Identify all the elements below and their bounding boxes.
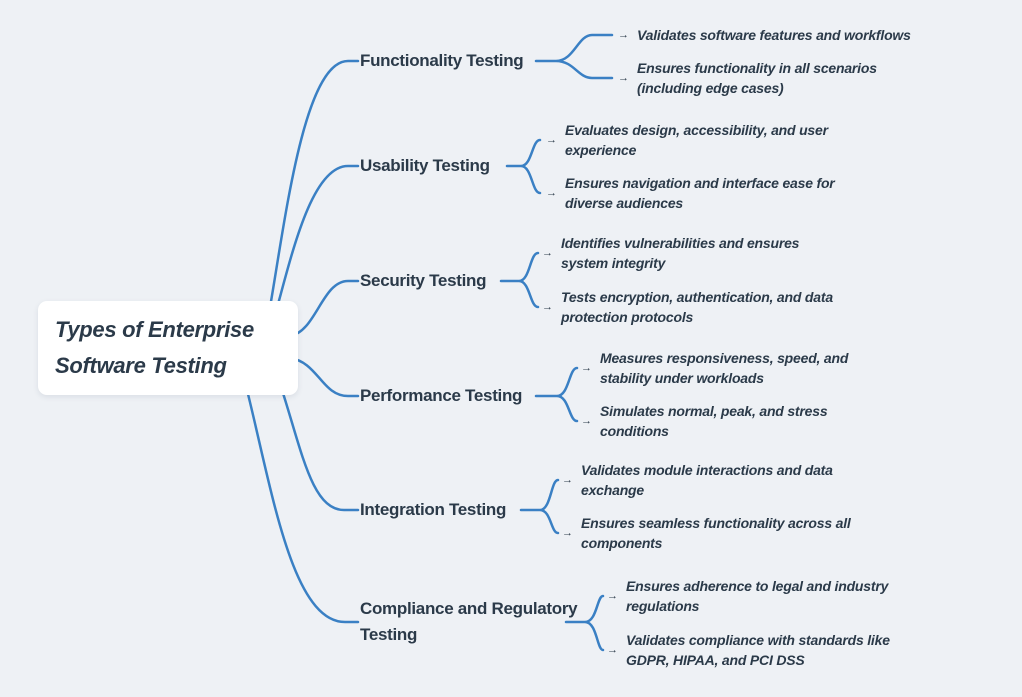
leaf-node: → Simulates normal, peak, and stress con…: [581, 401, 828, 441]
fork-performance-testing: [534, 366, 579, 423]
leaf-text: Identifies vulnerabilities and ensures s…: [561, 235, 800, 271]
leaf-node: → Validates compliance with standards li…: [607, 630, 890, 670]
leaf-arrow-icon: →: [618, 72, 629, 84]
leaf-node: → Validates module interactions and data…: [562, 460, 833, 500]
leaf-text: Ensures adherence to legal and industry …: [626, 578, 889, 614]
leaf-text: Validates module interactions and data e…: [581, 462, 833, 498]
branch-label-compliance-and-regulatory-testing: Compliance and Regulatory Testing: [360, 599, 578, 644]
spine-integration-testing: [280, 388, 360, 512]
leaf-arrow-icon: →: [542, 301, 553, 313]
leaf-node: → Tests encryption, authentication, and …: [542, 287, 833, 327]
leaf-node: → Ensures adherence to legal and industr…: [607, 576, 888, 616]
fork-usability-testing: [505, 138, 542, 195]
leaf-node: → Evaluates design, accessibility, and u…: [546, 120, 828, 160]
leaf-arrow-icon: →: [562, 474, 573, 486]
leaf-arrow-icon: →: [581, 415, 592, 427]
fork-integration-testing: [519, 478, 560, 535]
leaf-arrow-icon: →: [581, 362, 592, 374]
leaf-text: Validates software features and workflow…: [637, 27, 911, 43]
leaf-node: → Ensures functionality in all scenarios…: [618, 58, 877, 98]
leaf-arrow-icon: →: [562, 527, 573, 539]
branch-label-usability-testing: Usability Testing: [360, 156, 490, 175]
branch-label-performance-testing: Performance Testing: [360, 386, 523, 405]
leaf-arrow-icon: →: [546, 134, 557, 146]
branch-label-integration-testing: Integration Testing: [360, 500, 507, 519]
leaf-arrow-icon: →: [542, 247, 553, 259]
leaf-arrow-icon: →: [607, 590, 618, 602]
leaf-text: Validates compliance with standards like…: [626, 632, 890, 668]
leaf-text: Simulates normal, peak, and stress condi…: [600, 403, 828, 439]
leaf-text: Ensures navigation and interface ease fo…: [565, 175, 835, 211]
leaf-node: → Validates software features and workfl…: [618, 25, 911, 45]
leaf-node: → Measures responsiveness, speed, and st…: [581, 348, 848, 388]
spine-performance-testing: [288, 356, 360, 398]
leaf-node: → Ensures navigation and interface ease …: [546, 173, 835, 213]
leaf-text: Ensures functionality in all scenarios (…: [637, 60, 877, 96]
branch-label-functionality-testing: Functionality Testing: [360, 51, 524, 70]
leaf-node: → Ensures seamless functionality across …: [562, 513, 851, 553]
leaf-text: Tests encryption, authentication, and da…: [561, 289, 833, 325]
spine-functionality-testing: [263, 59, 360, 337]
leaf-arrow-icon: →: [618, 29, 629, 41]
central-topic-node: Types of Enterprise Software Testing: [38, 301, 298, 395]
leaf-arrow-icon: →: [607, 644, 618, 656]
leaf-node: → Identifies vulnerabilities and ensures…: [542, 233, 799, 273]
leaf-text: Evaluates design, accessibility, and use…: [565, 122, 828, 158]
spine-security-testing: [288, 279, 360, 338]
leaf-arrow-icon: →: [546, 187, 557, 199]
spine-compliance-testing: [245, 388, 360, 624]
leaf-text: Measures responsiveness, speed, and stab…: [600, 350, 849, 386]
central-topic-title: Types of Enterprise Software Testing: [55, 317, 254, 378]
fork-functionality-testing: [534, 33, 614, 80]
fork-security-testing: [499, 251, 540, 309]
fork-compliance-testing: [564, 594, 605, 652]
branch-label-security-testing: Security Testing: [360, 271, 487, 290]
leaf-text: Ensures seamless functionality across al…: [581, 515, 851, 551]
